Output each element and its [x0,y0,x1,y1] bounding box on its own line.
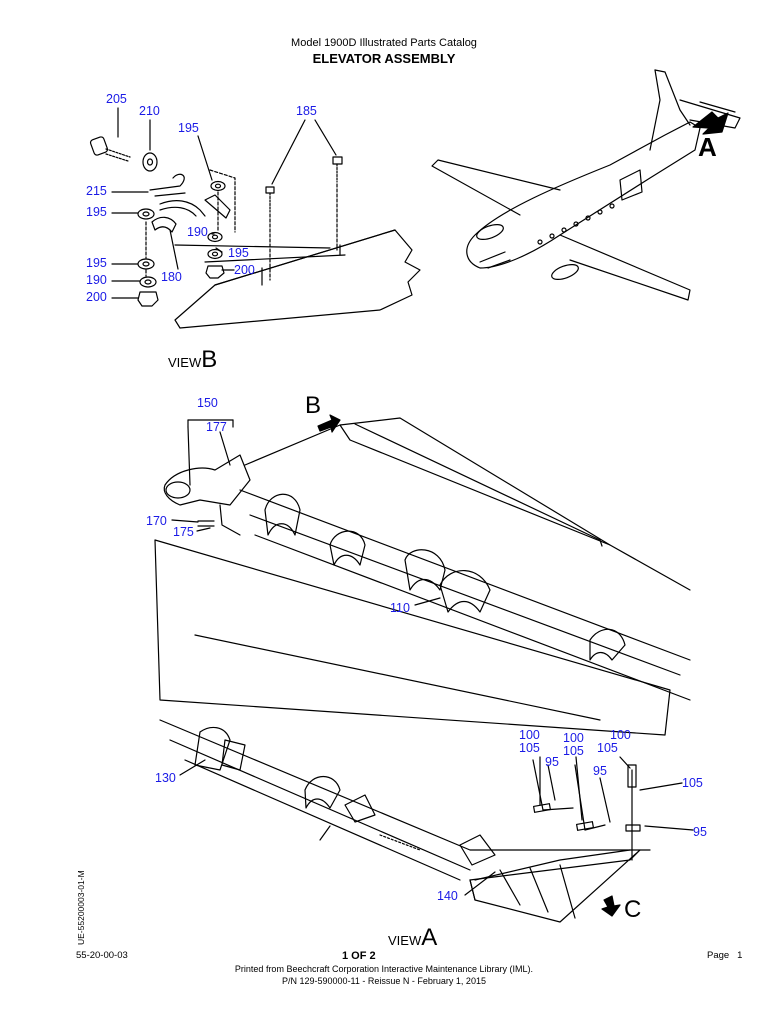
push-rods [533,760,640,860]
view-b-drawing [90,108,420,328]
callout-110: 110 [390,601,410,615]
callout-195-low: 195 [86,256,107,270]
callout-195-mid: 195 [228,246,249,260]
view-b-label: VIEWB [168,346,217,374]
document-code: 55-20-00-03 [76,950,128,961]
callout-200-mid: 200 [234,263,255,277]
view-b-word: VIEW [168,355,202,370]
page-indicator: Page 1 [707,950,742,961]
screw-185-left [266,187,274,280]
callout-105-b: 105 [563,744,584,758]
callout-200-low: 200 [86,290,107,304]
callout-195-left: 195 [86,205,107,219]
callout-95-b: 95 [593,764,607,778]
view-b-arrow [318,415,340,432]
callout-140: 140 [437,889,458,903]
printed-from-note: Printed from Beechcraft Corporation Inte… [234,964,534,974]
view-a-word: VIEW [388,933,422,948]
callout-190-mid: 190 [187,225,208,239]
callout-210: 210 [139,104,160,118]
arrow-b-letter: B [305,392,322,419]
callout-190-low: 190 [86,273,107,287]
callout-105-c: 105 [597,741,618,755]
callout-100-a: 100 [519,728,540,742]
page-label: Page [707,950,730,961]
callout-170: 170 [146,514,167,528]
callout-100-b: 100 [563,731,584,745]
callout-105-a: 105 [519,741,540,755]
callout-177: 177 [206,420,227,434]
callout-180: 180 [161,270,182,284]
page-title: ELEVATOR ASSEMBLY [312,51,456,66]
callout-130: 130 [155,771,176,785]
callout-105-d: 105 [682,776,703,790]
callout-150: 150 [197,396,218,410]
sheet-indicator: 1 OF 2 [342,950,376,962]
view-c-arrow [602,896,620,916]
washer-210 [143,153,157,171]
screw-185-right [333,157,342,250]
callout-100-c: 100 [610,728,631,742]
aircraft-locator [432,70,740,300]
drawing-code: UE-55200003-01-M [76,870,86,945]
view-b-letter: B [201,346,218,373]
callout-185: 185 [296,104,317,118]
page-number: 1 [737,950,743,961]
catalog-subtitle: Model 1900D Illustrated Parts Catalog [291,37,477,49]
callout-195-top: 195 [178,121,199,135]
callout-175: 175 [173,525,194,539]
callout-215: 215 [86,184,107,198]
view-a-drawing [155,418,693,922]
bolt-205 [90,136,130,161]
callout-95-c: 95 [693,825,707,839]
callout-205: 205 [106,92,127,106]
view-a-label: VIEWA [388,924,437,952]
callout-95-a: 95 [545,755,559,769]
view-a-arrow [693,112,728,134]
aircraft-arrow-letter: A [698,132,717,162]
part-number-note: P/N 129-590000-11 - Reissue N - February… [282,976,486,986]
arrow-c-letter: C [624,896,642,923]
view-a-letter: A [421,924,438,951]
